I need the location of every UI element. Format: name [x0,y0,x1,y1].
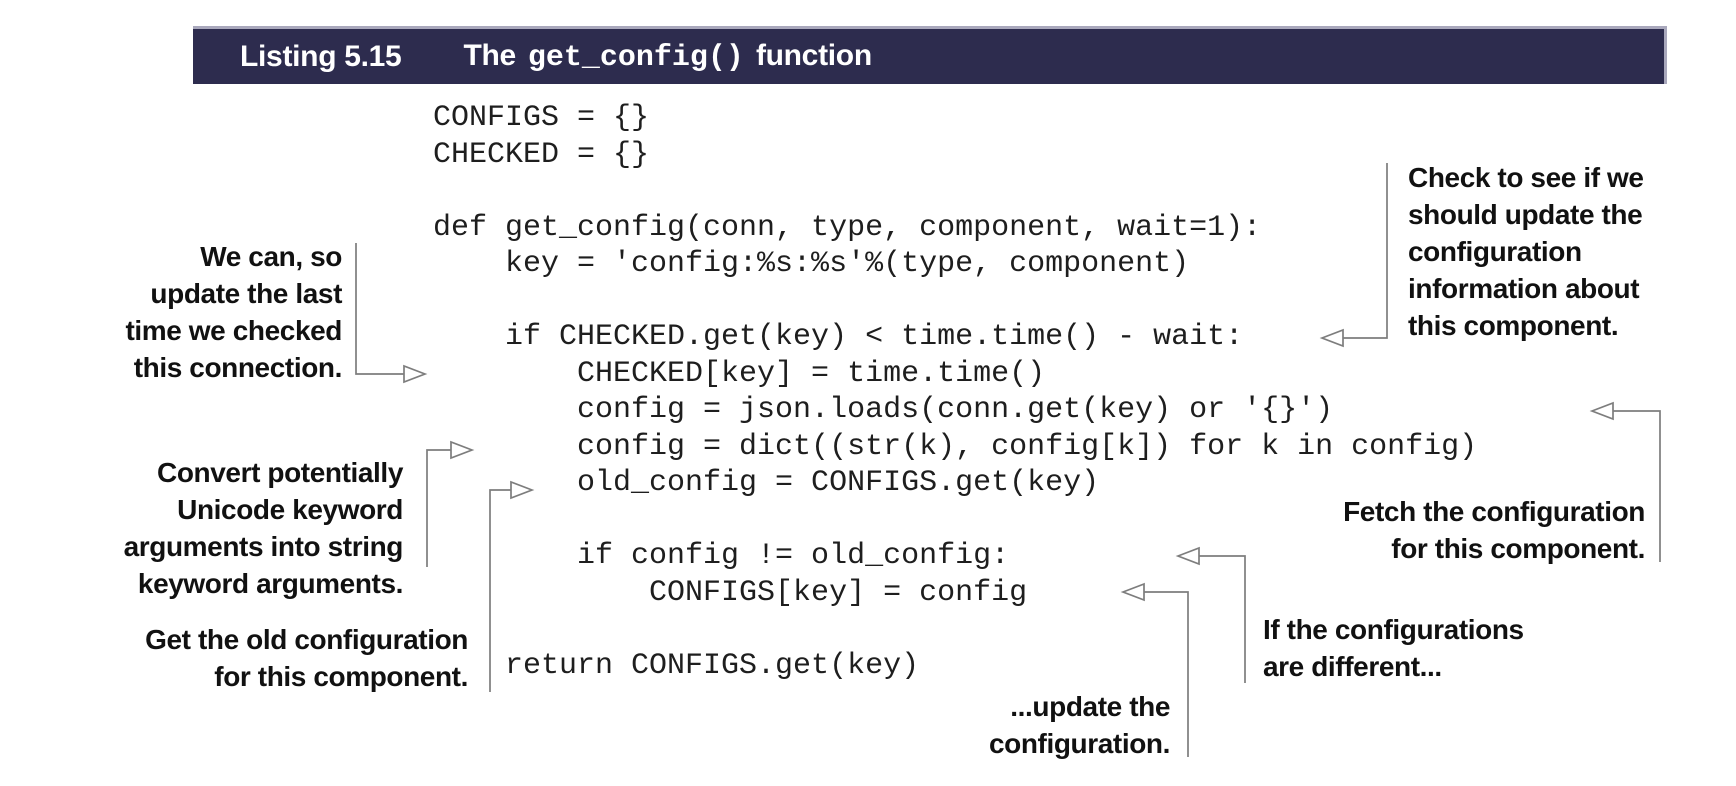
annotation-if-different: If the configurations are different... [1263,614,1524,682]
listing-title: The get_config() function [463,38,872,75]
annotation-convert-unicode: Convert potentially Unicode keyword argu… [123,457,404,599]
listing-title-code: get_config() [527,40,744,75]
listing-number: Listing 5.15 [240,39,402,73]
code-listing: CONFIGS = {} CHECKED = {} def get_config… [433,101,1478,683]
listing-header-bar: Listing 5.15 The get_config() function [193,26,1667,84]
callout-arrow-we-can [355,243,428,384]
annotation-get-old-config: Get the old configuration for this compo… [145,624,468,692]
annotation-check-update: Check to see if we should update the con… [1408,162,1644,341]
annotation-update-config: ...update the configuration. [988,691,1170,759]
listing-title-pre: The [463,38,516,72]
annotation-we-can: We can, so update the last time we check… [125,241,342,383]
listing-title-post: function [755,38,872,72]
annotation-fetch-config: Fetch the configuration for this compone… [1343,496,1645,564]
